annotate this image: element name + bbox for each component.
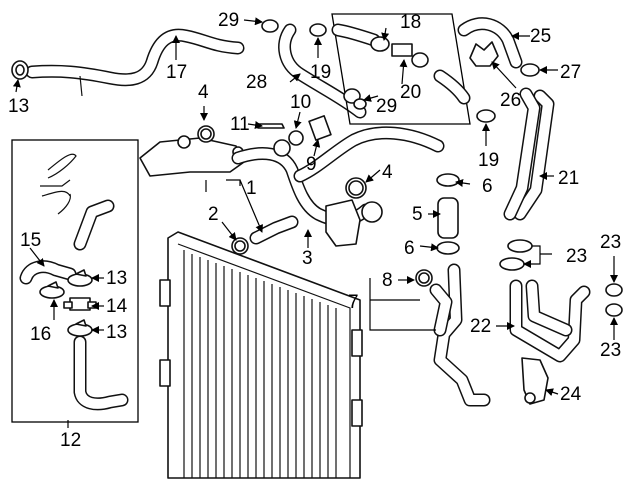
callout-19-right: 19 [478, 150, 499, 171]
bracket-24 [521, 357, 549, 405]
callout-7: 7 [348, 292, 359, 313]
o-ring-4-left [197, 125, 215, 143]
inset-box-12 [11, 139, 139, 423]
callout-10: 10 [290, 92, 311, 113]
callout-5: 5 [412, 204, 423, 225]
hose-22 [509, 279, 591, 363]
callout-6-bottom: 6 [404, 238, 415, 259]
callout-14: 14 [106, 296, 128, 317]
clip-26 [469, 41, 499, 67]
clamp-23-upper [507, 239, 533, 253]
callout-1: 1 [246, 178, 257, 199]
hose-7 [429, 263, 491, 407]
clamp-13-top [11, 60, 29, 80]
callout-2: 2 [208, 204, 219, 225]
callout-29-top: 29 [218, 10, 239, 31]
hose-18-upper [331, 23, 381, 47]
clamp-23-right-bottom [605, 303, 623, 317]
clamp-23-lower [499, 257, 525, 271]
callout-15: 15 [20, 230, 41, 251]
pipe-21 [503, 87, 555, 221]
seal-10 [273, 130, 304, 157]
leader-lines [12, 17, 618, 428]
hose-18-lower [433, 69, 471, 105]
inset-clamp-13b [67, 319, 93, 337]
inset-small-lines [40, 153, 77, 215]
callout-23-right-bottom: 23 [600, 340, 621, 361]
clamp-19-right [476, 109, 496, 123]
clamp-29-top [261, 19, 279, 33]
callout-9: 9 [306, 154, 317, 175]
clamp-29-mid [343, 88, 367, 110]
pipe-3 [293, 126, 445, 183]
hose-connector-lower [249, 199, 383, 247]
callout-20: 20 [400, 82, 421, 103]
callout-26: 26 [500, 90, 521, 111]
callout-24: 24 [560, 384, 582, 405]
inset-lower-hose [73, 335, 129, 411]
inset-clamp-13a [67, 269, 93, 287]
callout-13-top: 13 [8, 96, 29, 117]
clamp-23-right-top [605, 283, 623, 297]
callout-6-top: 6 [482, 176, 493, 197]
o-ring-4-right [345, 177, 367, 199]
clamp-18 [370, 36, 390, 52]
callout-4-right: 4 [382, 162, 393, 183]
callout-28: 28 [246, 72, 267, 93]
callout-4-left: 4 [198, 82, 209, 103]
o-ring-8 [415, 269, 433, 287]
callout-18: 18 [400, 12, 421, 33]
callout-23-mid: 23 [566, 246, 587, 267]
connector-20 [391, 43, 429, 68]
nipple-9 [308, 115, 332, 141]
callout-13-inset-b: 13 [106, 322, 127, 343]
callout-25: 25 [530, 26, 551, 47]
callout-12: 12 [60, 430, 81, 451]
callout-22: 22 [470, 316, 491, 337]
hose-25 [457, 17, 523, 69]
callout-27: 27 [560, 62, 581, 83]
callout-labels: 29 18 25 17 19 28 20 27 13 4 10 29 26 11… [8, 10, 621, 451]
inset-upper-hose [73, 199, 115, 251]
o-ring-2 [231, 237, 249, 255]
inset-box-18 [331, 13, 471, 125]
radiator [159, 231, 363, 479]
inset-hose-15 [19, 260, 77, 285]
hose-5 [437, 197, 459, 239]
inset-connector-14 [63, 297, 97, 311]
clamp-19-top [309, 23, 327, 37]
callout-29-mid: 29 [376, 96, 397, 117]
callout-8: 8 [382, 270, 393, 291]
callout-17: 17 [166, 62, 187, 83]
clamp-6-top [436, 173, 460, 187]
callout-23-right-top: 23 [600, 232, 621, 253]
callout-3: 3 [302, 248, 313, 269]
callout-11: 11 [230, 114, 250, 135]
callout-13-inset-a: 13 [106, 268, 127, 289]
callout-19-top: 19 [310, 62, 331, 83]
coolant-flange-housing [139, 135, 245, 177]
clamp-6-bottom [436, 241, 460, 255]
inset-clamp-16 [39, 281, 65, 299]
callout-16: 16 [30, 324, 51, 345]
callout-21: 21 [558, 168, 579, 189]
clamp-27 [520, 63, 540, 77]
hose-17 [25, 28, 245, 97]
